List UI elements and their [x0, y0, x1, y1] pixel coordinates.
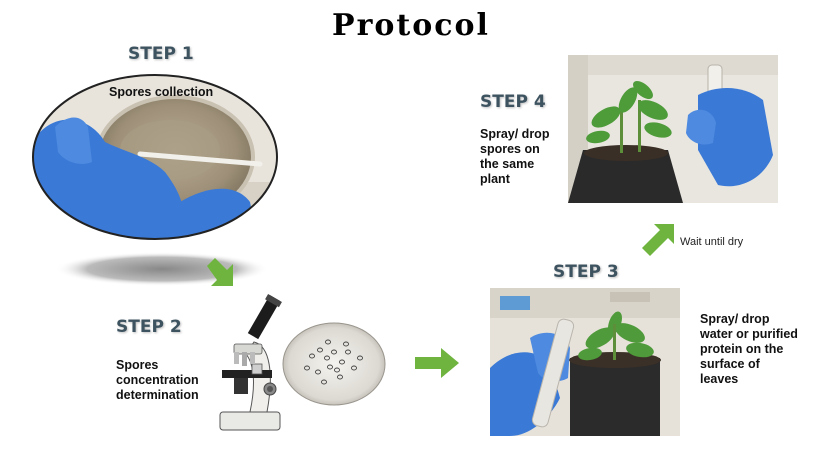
step-1-label: STEP 1	[128, 44, 194, 64]
step-3-caption-line: protein on the	[700, 342, 784, 356]
microscope-icon	[212, 294, 292, 436]
step-2-caption: Spores concentration determination	[116, 358, 199, 403]
step-3-label: STEP 3	[553, 262, 619, 282]
step-3-caption-line: water or purified	[700, 327, 798, 341]
step-4-label: STEP 4	[480, 92, 546, 112]
spray-spores-photo	[568, 55, 778, 203]
step-2-caption-line: determination	[116, 388, 199, 402]
spray-leaves-photo	[490, 288, 680, 436]
step-3-caption-line: Spray/ drop	[700, 312, 770, 326]
step-3-caption-line: leaves	[700, 372, 739, 386]
step-3-caption: Spray/ drop water or purified protein on…	[700, 312, 798, 387]
arrow-right-icon	[415, 348, 459, 378]
wait-until-dry-label: Wait until dry	[680, 236, 744, 248]
spores-collection-photo	[30, 72, 280, 242]
step-2-label: STEP 2	[116, 317, 182, 337]
step-4-caption-line: Spray/ drop	[480, 127, 550, 141]
spores-micrograph	[282, 322, 386, 406]
step-1-caption: Spores collection	[109, 85, 214, 99]
step-2-caption-line: concentration	[116, 373, 199, 387]
arrow-right-down-icon	[203, 256, 239, 292]
arrow-up-right-icon	[640, 222, 676, 258]
step-2-caption-line: Spores	[116, 358, 159, 372]
step-3-caption-line: surface of	[700, 357, 760, 371]
step-4-caption-line: spores on	[480, 142, 540, 156]
page-title: Protocol	[332, 8, 490, 43]
step-4-caption-line: plant	[480, 172, 510, 186]
step-4-caption-line: the same	[480, 157, 535, 171]
step-4-caption: Spray/ drop spores on the same plant	[480, 127, 549, 187]
